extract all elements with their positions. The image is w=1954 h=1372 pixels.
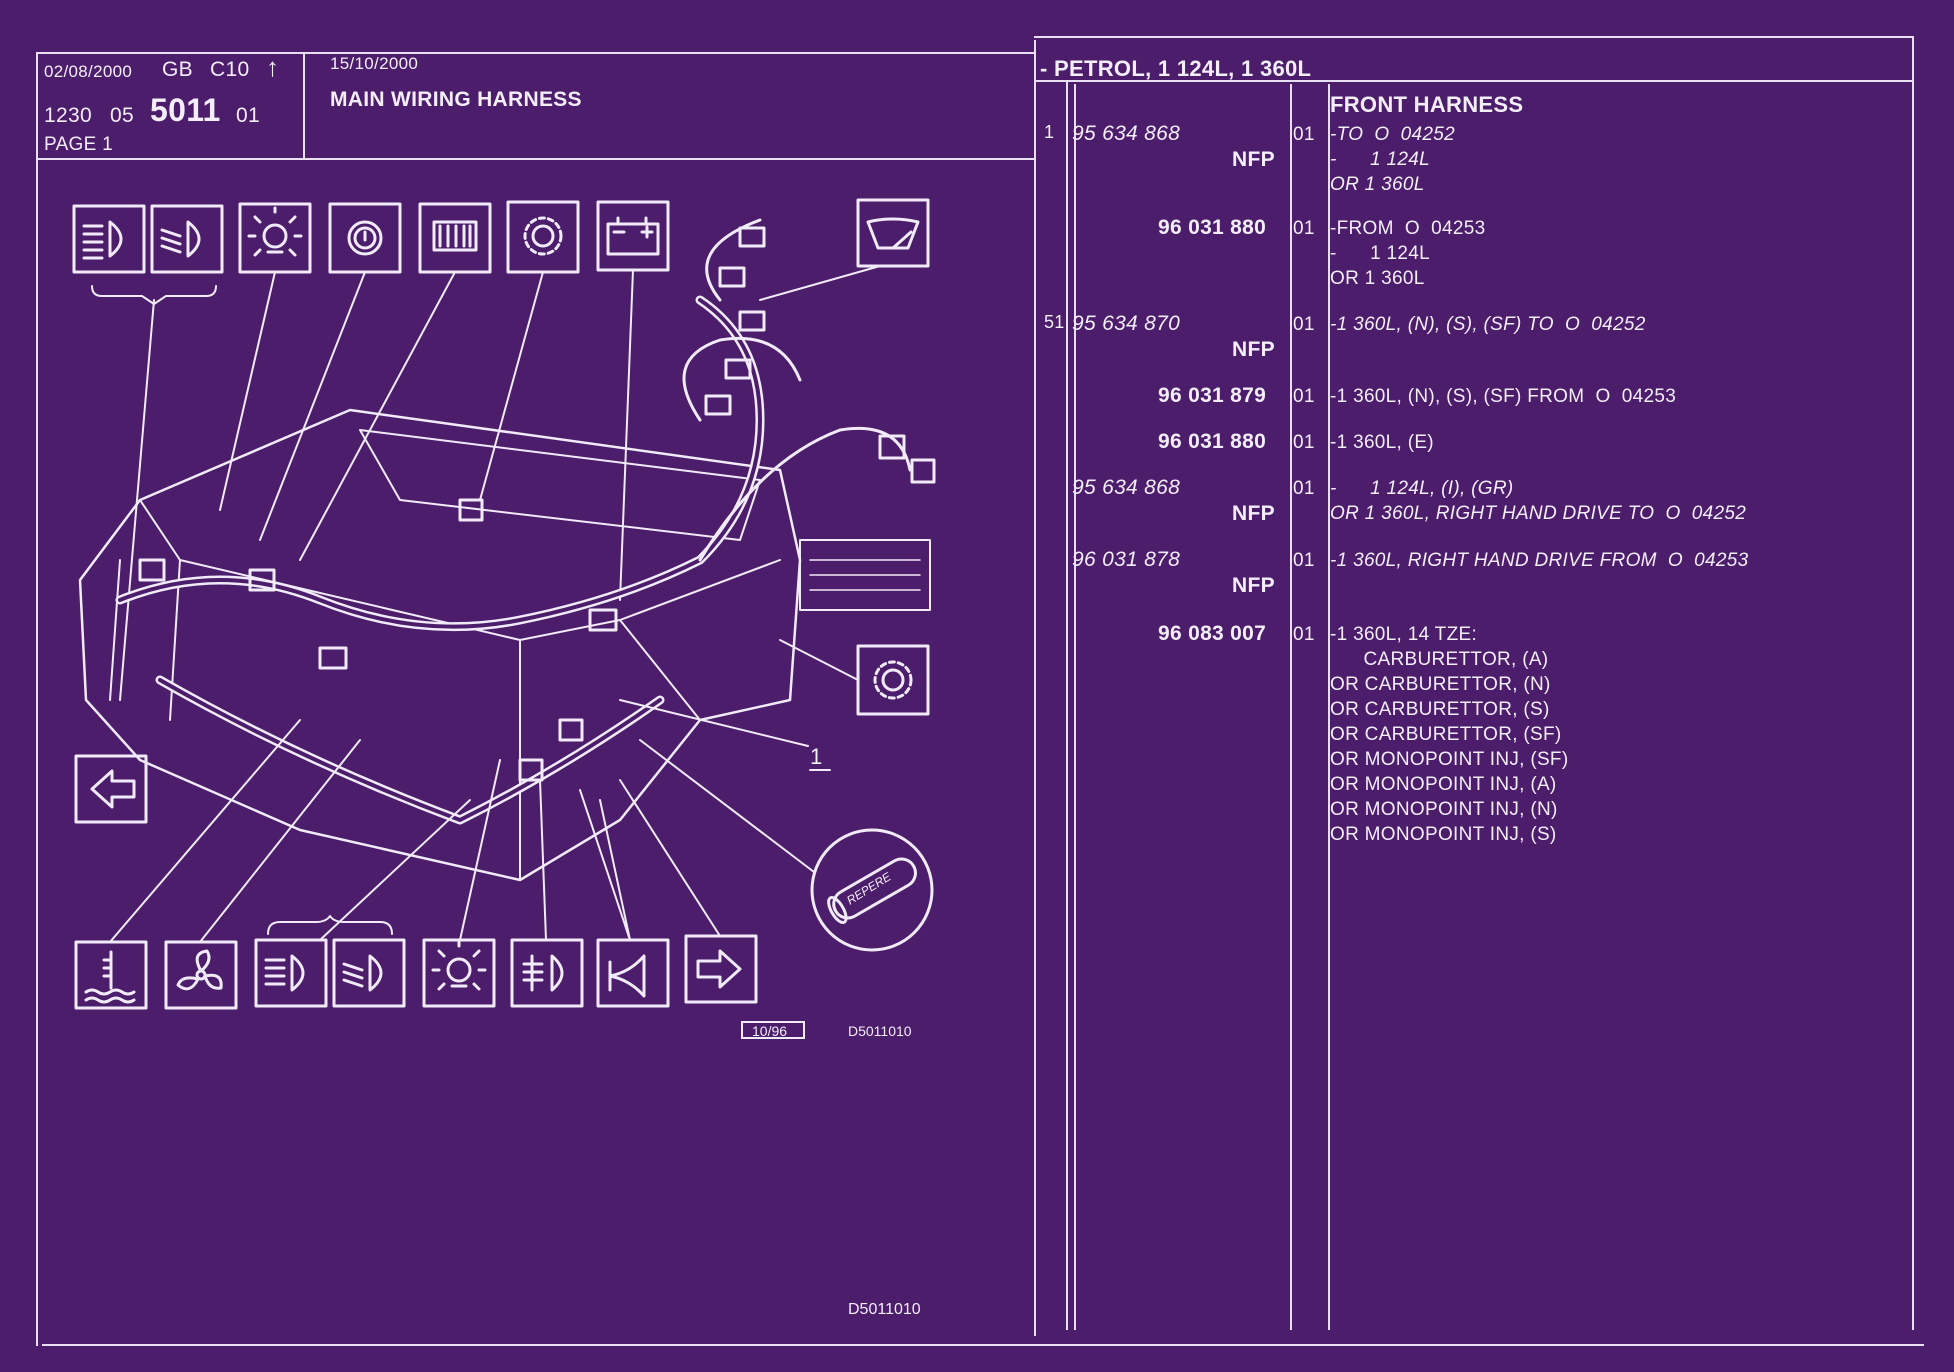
col-qty-left — [1290, 84, 1292, 1330]
headlamp-main-icon — [254, 938, 328, 1008]
part-number: 95 634 868 — [1072, 122, 1181, 145]
part-description: OR 1 360L — [1330, 174, 1425, 195]
part-number: 96 031 878 — [1072, 548, 1181, 571]
light-bulb-icon — [238, 202, 312, 274]
ref-subgroup: 05 — [110, 104, 134, 127]
headlamp-main-icon — [72, 204, 146, 274]
nfp-flag: NFP — [1232, 148, 1275, 171]
part-description: -1 360L, RIGHT HAND DRIVE FROM O 04253 — [1330, 550, 1749, 571]
wiper-icon — [856, 198, 930, 268]
frame-bottom — [42, 1344, 1924, 1346]
part-description: -FROM O 04253 — [1330, 218, 1486, 239]
diagram-divider — [1034, 40, 1036, 1336]
frame-top-right — [1034, 36, 1914, 38]
quantity: 01 — [1293, 314, 1315, 335]
headlamp-dip-icon — [150, 204, 224, 274]
section-title: - PETROL, 1 124L, 1 360L — [1040, 56, 1312, 81]
battery-icon — [596, 200, 670, 272]
part-number: 96 083 007 — [1158, 622, 1267, 645]
group-title: FRONT HARNESS — [1330, 92, 1524, 117]
coolant-temp-icon — [74, 940, 148, 1010]
part-description: OR CARBURETTOR, (S) — [1330, 699, 1550, 720]
part-number: 95 634 868 — [1072, 476, 1181, 499]
light-bulb-icon — [422, 938, 496, 1008]
up-arrow-icon: ↑ — [266, 52, 280, 82]
callout-number: 1 — [810, 744, 822, 769]
part-description: -1 360L, (E) — [1330, 432, 1434, 453]
part-number: 95 634 870 — [1072, 312, 1181, 335]
part-description: -TO O 04252 — [1330, 124, 1455, 145]
edition-date: 10/96 — [752, 1023, 787, 1039]
arrow-left-icon — [74, 754, 148, 824]
frame-top-left — [36, 52, 1034, 54]
arrow-right-icon — [684, 934, 758, 1004]
repere-marker — [810, 828, 934, 952]
nfp-flag: NFP — [1232, 502, 1275, 525]
ref-number: 5011 — [150, 92, 221, 128]
frame-right — [1912, 36, 1914, 1330]
part-description: CARBURETTOR, (A) — [1330, 649, 1549, 670]
part-number: 96 031 879 — [1158, 384, 1267, 407]
quantity: 01 — [1293, 550, 1315, 571]
part-description: OR CARBURETTOR, (N) — [1330, 674, 1551, 695]
headlamp-dip-icon — [332, 938, 406, 1008]
part-description: OR MONOPOINT INJ, (A) — [1330, 774, 1557, 795]
part-description: OR MONOPOINT INJ, (S) — [1330, 824, 1557, 845]
part-description: OR CARBURETTOR, (SF) — [1330, 724, 1562, 745]
part-description: -1 360L, 14 TZE: — [1330, 624, 1478, 645]
brake-warning-icon — [328, 202, 402, 274]
part-description: - 1 124L — [1330, 149, 1431, 170]
nfp-flag: NFP — [1232, 338, 1275, 361]
horn-icon — [596, 938, 670, 1008]
section-header-line — [1034, 80, 1914, 82]
header-bottom-left — [36, 158, 1034, 160]
item-number: 51 — [1044, 312, 1065, 332]
col-qty-right — [1328, 84, 1330, 1330]
quantity: 01 — [1293, 386, 1315, 407]
wiring-diagram: 1 REPERE 10/96 D5011010 D5011010 — [72, 198, 936, 1318]
nfp-flag: NFP — [1232, 574, 1275, 597]
country-code: GB — [162, 58, 193, 81]
item-number: 1 — [1044, 122, 1055, 142]
part-number: 96 031 880 — [1158, 430, 1267, 453]
heater-grille-icon — [418, 202, 492, 274]
ref-suffix: 01 — [236, 104, 260, 127]
model-code: C10 — [210, 58, 250, 81]
page-title: MAIN WIRING HARNESS — [330, 88, 582, 111]
part-description: OR MONOPOINT INJ, (SF) — [1330, 749, 1569, 770]
sensor-icon — [506, 200, 580, 274]
part-description: OR 1 360L, RIGHT HAND DRIVE TO O 04252 — [1330, 503, 1747, 524]
diagram-code: D5011010 — [848, 1023, 912, 1039]
ref-group: 1230 — [44, 104, 92, 127]
part-description: OR MONOPOINT INJ, (N) — [1330, 799, 1558, 820]
fan-icon — [164, 940, 238, 1010]
part-description: -1 360L, (N), (S), (SF) TO O 04252 — [1330, 314, 1646, 335]
col-part-divider — [1074, 84, 1076, 1330]
fog-lamp-icon — [510, 938, 584, 1008]
quantity: 01 — [1293, 478, 1315, 499]
part-number: 96 031 880 — [1158, 216, 1267, 239]
frame-left — [36, 52, 38, 1346]
part-description: OR 1 360L — [1330, 268, 1425, 289]
quantity: 01 — [1293, 124, 1315, 145]
quantity: 01 — [1293, 218, 1315, 239]
header-divider — [303, 52, 305, 158]
part-description: -1 360L, (N), (S), (SF) FROM O 04253 — [1330, 386, 1677, 407]
col-item-divider — [1066, 80, 1068, 1330]
sensor-icon — [856, 644, 930, 716]
footer-code: D5011010 — [848, 1301, 921, 1318]
print-date: 02/08/2000 — [44, 62, 133, 81]
issue-date: 15/10/2000 — [330, 54, 419, 73]
quantity: 01 — [1293, 624, 1315, 645]
quantity: 01 — [1293, 432, 1315, 453]
page-number: PAGE 1 — [44, 134, 114, 155]
part-description: - 1 124L, (I), (GR) — [1330, 478, 1514, 499]
part-description: - 1 124L — [1330, 243, 1431, 264]
